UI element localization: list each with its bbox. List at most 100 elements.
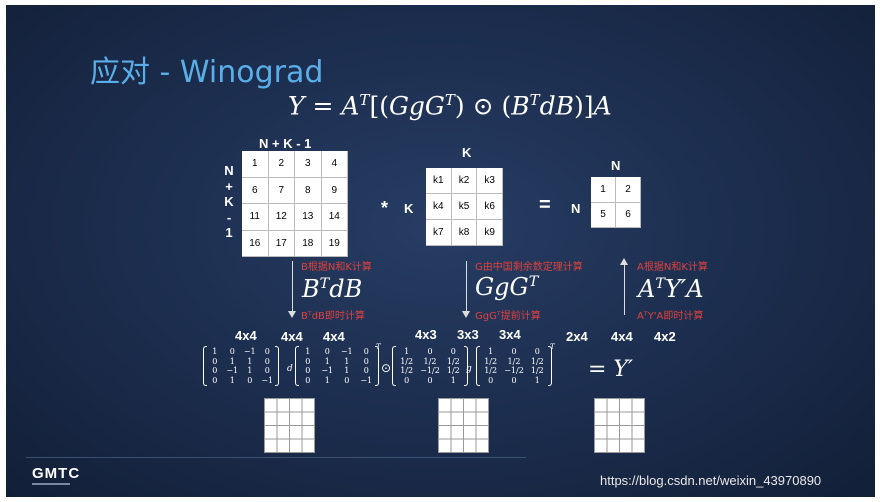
matrix-entry: 1 <box>404 347 410 356</box>
hadamard-operator: ⊙ <box>381 361 392 375</box>
step1-top-note: B根据N和K计算 <box>301 262 372 273</box>
matrix-entry: 0 <box>247 375 253 385</box>
matrix-entry: 1/2 <box>530 356 544 366</box>
input-cell: 8 <box>295 177 322 204</box>
dim-label: 4x4 <box>235 328 257 343</box>
slide: 应对 - Winograd Y = AT[(GgGT) ⊙ (BTdB)]A N… <box>6 5 875 497</box>
matrix-entry: −1 <box>261 375 274 385</box>
output-cell: 2 <box>616 177 641 203</box>
matrix-entry: 0 <box>212 356 218 366</box>
dim-label: 3x3 <box>457 327 479 342</box>
dim-label: 4x4 <box>323 329 345 344</box>
step3-formula: ATY′A <box>638 275 704 303</box>
kernel-side-label: K <box>404 201 414 216</box>
matrix-entry: 1 <box>450 375 456 385</box>
equals-operator: = <box>539 194 551 216</box>
matrix-entry: 0 <box>305 375 311 385</box>
input-cell: 1 <box>242 151 269 178</box>
input-cell: 9 <box>321 177 348 204</box>
step2-top-note: G由中国剩余数定理计算 <box>475 262 583 273</box>
matrix-entry: 0 <box>363 356 369 366</box>
kernel-cell: k2 <box>451 168 478 194</box>
transpose-mark: T <box>550 343 555 351</box>
matrix-entry: 0 <box>305 356 311 366</box>
kernel-cell: k3 <box>477 168 503 194</box>
output-cell: 5 <box>591 202 616 228</box>
dim-label: 4x4 <box>611 329 633 344</box>
g-variable: g <box>466 364 472 374</box>
step3-up-arrow <box>620 258 628 315</box>
matrix-entry: 0 <box>363 347 369 356</box>
main-formula: Y = AT[(GgGT) ⊙ (BTdB)]A <box>288 91 612 121</box>
matrix-entry: 0 <box>229 347 235 356</box>
matrix-entry: 1/2 <box>484 366 498 375</box>
matrix-entry: 0 <box>264 366 270 375</box>
matrix-entry: −1 <box>243 347 256 356</box>
matrix-entry: 0 <box>427 347 433 356</box>
blank-grid <box>264 398 315 453</box>
matrix-entry: 1/2 <box>530 366 544 375</box>
input-cell: 2 <box>268 151 295 178</box>
matrix-entry: 1 <box>212 347 218 356</box>
matrix-entry: −1 <box>360 375 373 385</box>
dim-label: 2x4 <box>566 329 588 344</box>
input-cell: 17 <box>268 230 295 257</box>
watermark-url: https://blog.csdn.net/weixin_43970890 <box>600 473 822 488</box>
input-side-glyph: K <box>224 194 234 209</box>
matrix-entry: 0 <box>427 375 433 385</box>
kernel-top-label: K <box>462 145 472 160</box>
step3-bottom-note: AᵀY'A即时计算 <box>637 311 704 322</box>
input-side-label: N+K-1 <box>222 163 236 241</box>
dim-label: 3x4 <box>499 327 521 342</box>
matrix-entry: 0 <box>212 366 218 375</box>
kernel-cell: k8 <box>451 220 478 246</box>
matrix-entry: 0 <box>264 356 270 366</box>
step1-down-arrow <box>288 261 296 318</box>
logo-subtext-mark <box>32 483 70 485</box>
output-cell: 6 <box>616 202 641 228</box>
matrix-entry: 0 <box>363 366 369 375</box>
matrix-entry: 1 <box>229 356 235 366</box>
convolution-operator: * <box>381 198 389 218</box>
input-cell: 4 <box>321 151 348 178</box>
matrix-entry: 1 <box>344 366 350 375</box>
matrix-entry: 1/2 <box>400 356 414 366</box>
output-top-label: N <box>611 158 621 173</box>
output-side-label: N <box>571 201 581 216</box>
input-side-glyph: 1 <box>225 225 233 240</box>
step2-bottom-note: GgGᵀ提前计算 <box>475 311 541 322</box>
input-cell: 7 <box>268 177 295 204</box>
matrix-entry: 1 <box>488 347 494 356</box>
matrix-entry: 0 <box>344 375 350 385</box>
input-side-glyph: - <box>226 209 232 225</box>
matrix-entry: 0 <box>511 375 517 385</box>
matrix-entry: 0 <box>488 375 494 385</box>
input-cell: 16 <box>242 230 269 257</box>
matrix-entry: 0 <box>534 347 540 356</box>
matrix-entry: −1 <box>340 347 353 356</box>
step1-bottom-note: BᵀdB即时计算 <box>301 311 365 322</box>
kernel-cell: k4 <box>426 194 452 220</box>
matrix-entry: 0 <box>324 347 330 356</box>
gmtc-logo: GMTC <box>32 465 81 482</box>
input-cell: 13 <box>295 204 322 231</box>
kernel-cell: k1 <box>426 168 452 194</box>
step1-formula: BTdB <box>302 275 363 303</box>
matrix-entry: 0 <box>404 375 410 385</box>
kernel-cell: k6 <box>477 194 503 220</box>
matrix-entry: 1 <box>534 375 540 385</box>
result-formula: = Y′ <box>588 357 633 382</box>
step2-formula: GgGT <box>475 273 539 301</box>
d-variable: d <box>287 364 293 374</box>
matrix-entry: 1 <box>344 356 350 366</box>
kernel-cell: k9 <box>477 220 503 246</box>
matrix-entry: 1 <box>324 375 330 385</box>
output-cell: 1 <box>591 177 616 203</box>
matrix-entry: 1/2 <box>446 356 460 366</box>
blank-grid <box>594 398 645 453</box>
transpose-mark: T <box>376 343 381 351</box>
matrix-entry: 1/2 <box>507 356 521 366</box>
